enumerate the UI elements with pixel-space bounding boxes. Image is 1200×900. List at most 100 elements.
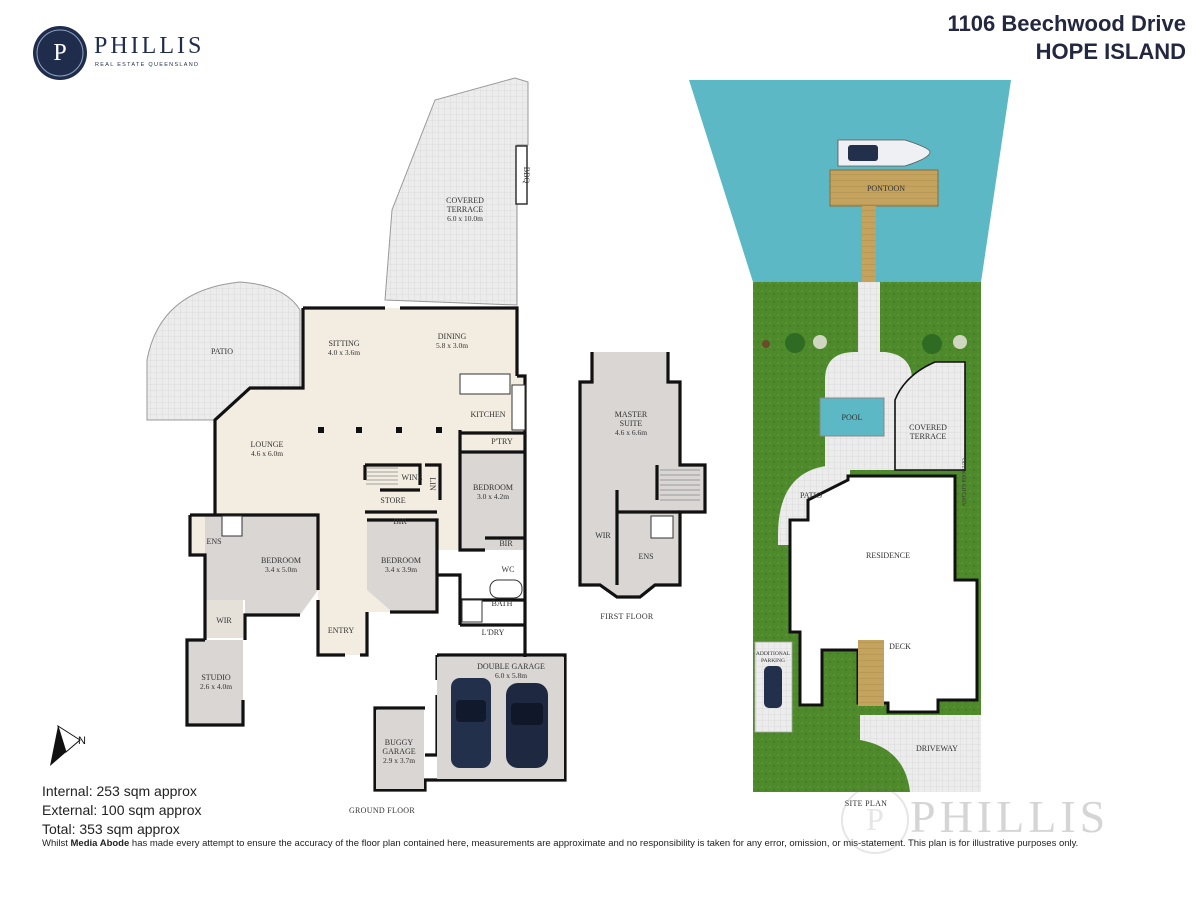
- studio-dim: 2.6 x 4.0m: [200, 682, 232, 691]
- bbq-label: BBQ: [522, 167, 531, 184]
- disclaimer-text: has made every attempt to ensure the acc…: [129, 838, 1079, 849]
- pool-label: POOL: [842, 413, 863, 422]
- watermark-text: PHILLIS: [910, 791, 1110, 842]
- wir-label: WIR: [216, 616, 232, 625]
- site-plan-label: SITE PLAN: [845, 799, 887, 808]
- lounge-label: LOUNGE: [251, 440, 284, 449]
- wine-label: WINE: [402, 473, 423, 482]
- sitting-dim: 4.0 x 3.6m: [328, 348, 360, 357]
- first-floor-label: FIRST FLOOR: [600, 612, 654, 621]
- disclaimer-prefix: Whilst: [42, 838, 71, 849]
- double-garage-label: DOUBLE GARAGE: [477, 662, 545, 671]
- ens-label: ENS: [206, 537, 221, 546]
- studio-floor: [187, 640, 243, 725]
- total-area: Total: 353 sqm approx: [42, 821, 180, 837]
- watermark-logo: P: [840, 785, 910, 860]
- disclaimer-company: Media Abode: [70, 838, 130, 849]
- covered-terrace-dim: 6.0 x 10.0m: [447, 214, 483, 223]
- master-suite-label-2: SUITE: [620, 419, 643, 428]
- bir-b-label: BIR: [393, 517, 407, 526]
- wir-floor: [205, 600, 243, 638]
- entry-label: ENTRY: [328, 626, 354, 635]
- compass-icon: N: [50, 724, 86, 766]
- site-plan: PONTOON POOL COVERED TERRACE PATIO RESID…: [689, 80, 1011, 808]
- brand-logo-icon: P: [33, 26, 87, 80]
- compass-north-label: N: [78, 735, 86, 747]
- ground-stair: [366, 467, 398, 485]
- brand-tagline: REAL ESTATE QUEENSLAND: [95, 62, 200, 68]
- lounge-columns: [318, 427, 442, 433]
- lin-label: LIN: [428, 477, 437, 491]
- master-wir-label: WIR: [595, 531, 611, 540]
- bedroom-a-label: BEDROOM: [473, 483, 513, 492]
- lounge-dim: 4.6 x 6.0m: [251, 449, 283, 458]
- master-suite-dim: 4.6 x 6.6m: [615, 428, 647, 437]
- brand-name: PHILLIS: [94, 33, 205, 59]
- double-garage-dim: 6.0 x 5.8m: [495, 671, 527, 680]
- garage-car-1: [451, 678, 491, 768]
- internal-area: Internal: 253 sqm approx: [42, 783, 197, 799]
- site-covered-terrace-label-2: TERRACE: [910, 432, 947, 441]
- master-ens-shower: [650, 515, 674, 539]
- shower: [461, 599, 483, 623]
- dining-label: DINING: [438, 332, 467, 341]
- first-floor-interior: [580, 352, 705, 597]
- bedroom-b-dim: 3.4 x 5.0m: [265, 565, 297, 574]
- bedroom-c-label: BEDROOM: [381, 556, 421, 565]
- bedroom-c-dim: 3.4 x 3.9m: [385, 565, 417, 574]
- covered-terrace-area: [384, 77, 529, 306]
- driveway: [860, 715, 981, 792]
- kitchen-bench: [511, 384, 526, 431]
- buggy-garage-floor: [376, 710, 424, 789]
- dining-dim: 5.8 x 3.0m: [436, 341, 468, 350]
- master-suite-label: MASTER: [615, 410, 648, 419]
- bedroom-c-floor: [367, 520, 437, 610]
- ground-floor-label: GROUND FLOOR: [349, 806, 415, 815]
- brand-logo: P: [32, 25, 88, 86]
- first-floor-walls: [578, 352, 707, 599]
- pontoon: [829, 169, 939, 207]
- ground-walls: [185, 306, 567, 792]
- ground-floor-plan: COVERED TERRACE 6.0 x 10.0m BBQ PATIO SI…: [146, 77, 567, 815]
- first-floor-stair: [660, 469, 700, 501]
- disclaimer: Whilst Media Abode has made every attemp…: [42, 838, 1078, 849]
- garage-car-2: [506, 683, 548, 768]
- covered-terrace-label: COVERED: [446, 196, 484, 205]
- bedroom-a-dim: 3.0 x 4.2m: [477, 492, 509, 501]
- laundry-label: L'DRY: [482, 628, 505, 637]
- boat: [837, 139, 931, 167]
- site-patio-label: PATIO: [800, 491, 822, 500]
- garden-plants: [762, 333, 967, 354]
- kitchen-label: KITCHEN: [470, 410, 505, 419]
- patio-area: [146, 281, 301, 421]
- pontoon-walkway: [862, 206, 876, 282]
- buggy-garage-label: BUGGY: [385, 738, 414, 747]
- residence-label: RESIDENCE: [866, 551, 910, 560]
- parking-label-2: PARKING: [761, 658, 785, 664]
- pool: [819, 397, 885, 437]
- bedroom-a-floor: [461, 452, 525, 550]
- bedroom-b-floor: [205, 515, 318, 615]
- pantry-label: P'TRY: [491, 437, 513, 446]
- svg-text:P: P: [866, 801, 884, 837]
- patio-label: PATIO: [211, 347, 233, 356]
- store-label: STORE: [380, 496, 405, 505]
- bedroom-b-label: BEDROOM: [261, 556, 301, 565]
- master-ens-label: ENS: [638, 552, 653, 561]
- bath-label: BATH: [492, 599, 513, 608]
- wc-label: WC: [502, 565, 515, 574]
- driveway-label: DRIVEWAY: [916, 744, 958, 753]
- svg-text:P: P: [53, 40, 66, 66]
- buggy-garage-label-2: GARAGE: [382, 747, 415, 756]
- bbq-unit: [515, 145, 528, 205]
- bathtub: [489, 579, 523, 599]
- sitting-label: SITTING: [328, 339, 359, 348]
- address-line-1: 1106 Beechwood Drive: [947, 11, 1186, 36]
- ens-shower: [221, 515, 243, 537]
- site-covered-terrace-label: COVERED: [909, 423, 947, 432]
- studio-label: STUDIO: [201, 673, 231, 682]
- covered-terrace-label-2: TERRACE: [447, 205, 484, 214]
- deck-label: DECK: [889, 642, 911, 651]
- address-line-2: HOPE ISLAND: [1035, 39, 1186, 64]
